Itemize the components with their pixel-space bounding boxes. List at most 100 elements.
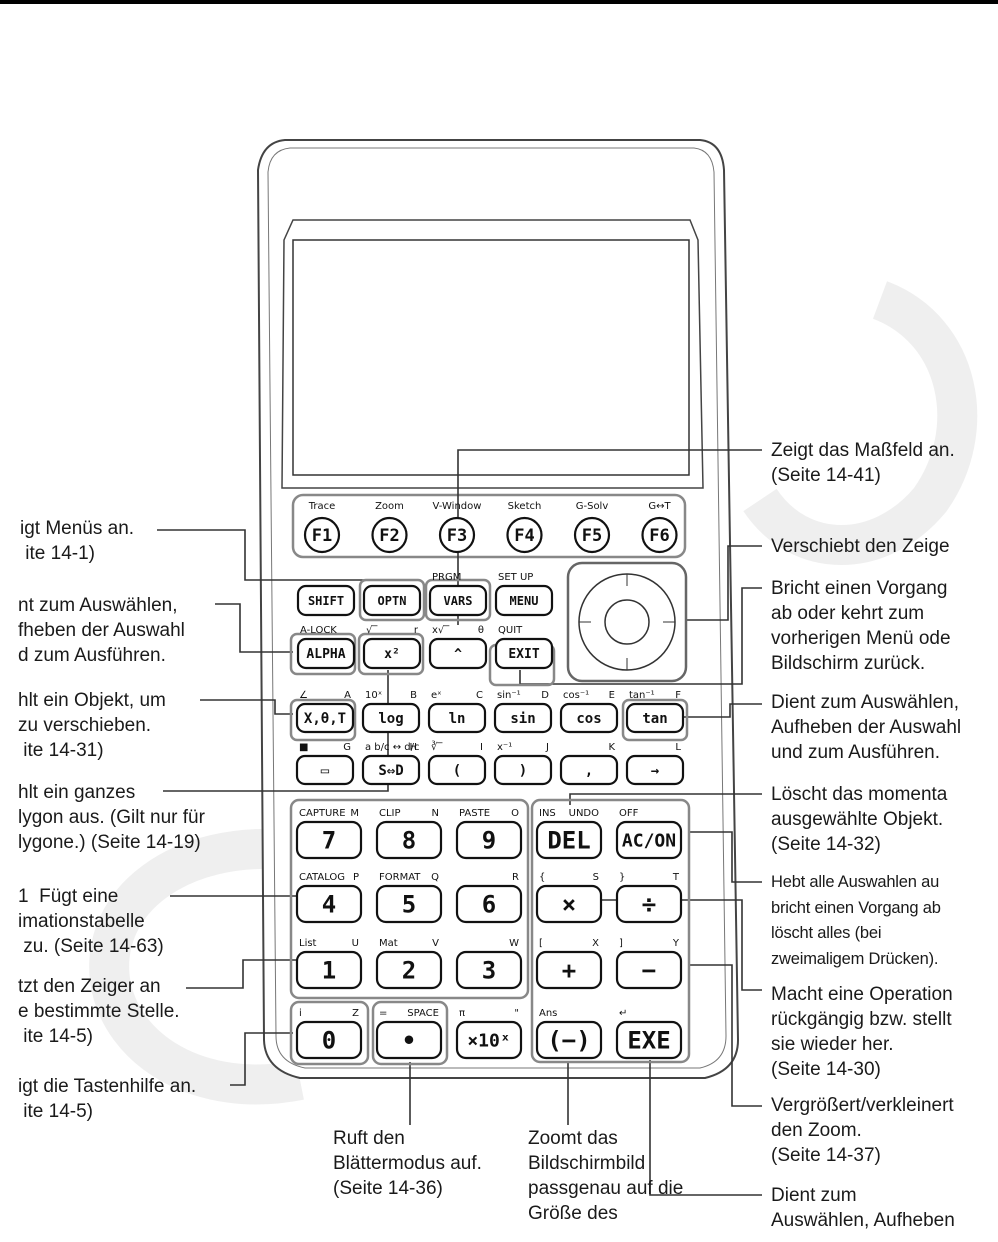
key-alpha-label: A: [344, 690, 351, 701]
key-label: SHIFT: [308, 594, 344, 608]
key-ac-on[interactable]: AC/ON: [615, 820, 683, 860]
key-shift[interactable]: SHIFT: [296, 584, 356, 617]
key-label: ,: [585, 763, 593, 779]
key-shift-label: CATALOG: [299, 872, 345, 883]
key-label: ÷: [642, 891, 656, 919]
key-alpha-label: ": [514, 1008, 519, 1019]
key-sin[interactable]: sin: [493, 702, 553, 734]
key-label: F3: [447, 526, 467, 546]
key-label: log: [378, 711, 403, 727]
key-sym[interactable]: ×: [535, 884, 603, 924]
key-shift-label: INS: [539, 808, 556, 819]
key-tan[interactable]: tan: [625, 702, 685, 734]
key-alpha-label: R: [512, 872, 519, 883]
key-f5[interactable]: F5: [573, 516, 611, 554]
key-cos[interactable]: cos: [559, 702, 619, 734]
annotation-menu: igt Menüs an. ite 14-1): [20, 518, 135, 564]
key-4[interactable]: 4: [295, 884, 363, 924]
key-5[interactable]: 5: [375, 884, 443, 924]
key-10[interactable]: ×10ˣ: [455, 1020, 523, 1060]
key-exit[interactable]: EXIT: [494, 637, 554, 670]
key-f1[interactable]: F1: [303, 516, 341, 554]
annotation-undo: Macht eine Operation rückgängig bzw. ste…: [771, 984, 953, 1080]
key-alpha[interactable]: ALPHA: [296, 637, 356, 670]
key-f6[interactable]: F6: [641, 516, 678, 554]
key-exe[interactable]: EXE: [615, 1020, 683, 1060]
key-sym[interactable]: •: [375, 1020, 443, 1060]
fkey-function-label: Sketch: [508, 501, 542, 512]
key-shift-label: OFF: [619, 808, 639, 819]
key-sym[interactable]: ^: [428, 637, 488, 670]
key-optn[interactable]: OPTN: [362, 584, 422, 617]
key-alpha-label: E: [609, 690, 615, 701]
annotation-move-pointer: Verschiebt den Zeige: [771, 536, 950, 557]
key-shift-label: cos⁻¹: [563, 690, 589, 701]
key-f4[interactable]: F4: [506, 516, 543, 554]
key-alpha-label: H: [409, 742, 417, 753]
key-sym[interactable]: (: [427, 754, 487, 786]
key-sym[interactable]: ,: [559, 754, 619, 786]
key-label: sin: [510, 711, 535, 727]
key-alpha-label: N: [432, 808, 439, 819]
key-9[interactable]: 9: [455, 820, 523, 860]
key-ln[interactable]: ln: [427, 702, 487, 734]
annotation-select-left: nt zum Auswählen, fheben der Auswahl d z…: [18, 595, 185, 666]
key-label: •: [402, 1027, 416, 1055]
key-6[interactable]: 6: [455, 884, 523, 924]
key-sym[interactable]: →: [625, 754, 685, 786]
key-vars[interactable]: VARS: [428, 584, 488, 617]
key-label: F4: [514, 526, 534, 546]
key-label: 9: [482, 827, 496, 855]
key-7[interactable]: 7: [295, 820, 363, 860]
key-s-d[interactable]: S⇔D: [361, 754, 421, 786]
key-sym[interactable]: +: [535, 950, 603, 990]
keypad: F1TraceF2ZoomF3V-WindowF4SketchF5G-SolvF…: [295, 501, 685, 1060]
key-label: X,θ,T: [304, 711, 346, 727]
key-1[interactable]: 1: [295, 950, 363, 990]
key-label: F5: [582, 526, 602, 546]
key-shift-label: √‾: [366, 625, 378, 636]
key-log[interactable]: log: [361, 702, 421, 734]
annotation-exit: Bricht einen Vorgang ab oder kehrt zum v…: [771, 578, 951, 674]
key-label: EXIT: [508, 647, 539, 662]
key-alpha-label: W: [509, 938, 519, 949]
key-del[interactable]: DEL: [535, 820, 603, 860]
fkey-function-label: G↔T: [648, 501, 671, 512]
key-alpha-label: D: [541, 690, 549, 701]
key-shift-label: CLIP: [379, 808, 401, 819]
key-label: 2: [402, 957, 416, 985]
key-label: OPTN: [378, 594, 407, 608]
fkey-function-label: Zoom: [375, 501, 404, 512]
key-label: ×10ˣ: [467, 1030, 510, 1051]
key-shift-label: ∛‾: [431, 740, 443, 753]
annotation-delete: Löscht das momenta ausgewählte Objekt. (…: [771, 784, 948, 855]
key-shift-label: i: [299, 1008, 302, 1019]
key-sym[interactable]: (−): [535, 1020, 603, 1060]
key-sym[interactable]: −: [615, 950, 683, 990]
key-0[interactable]: 0: [295, 1020, 363, 1060]
key-3[interactable]: 3: [455, 950, 523, 990]
key-label: −: [642, 957, 656, 985]
dpad[interactable]: [566, 561, 688, 683]
key-label: EXE: [627, 1027, 670, 1055]
key-label: 3: [482, 957, 496, 985]
key-8[interactable]: 8: [375, 820, 443, 860]
key-shift-label: tan⁻¹: [629, 690, 655, 701]
key-sym[interactable]: ÷: [615, 884, 683, 924]
key-2[interactable]: 2: [375, 950, 443, 990]
key-alpha-label: θ: [478, 625, 484, 636]
key-sym[interactable]: ): [493, 754, 553, 786]
key-f2[interactable]: F2: [371, 516, 408, 554]
key-label: +: [562, 957, 576, 985]
key-sym[interactable]: ▭: [295, 754, 355, 786]
key-label: ^: [454, 647, 462, 662]
key-x[interactable]: x²: [362, 637, 422, 670]
key-label: F1: [312, 526, 332, 546]
key-shift-label: ■: [299, 742, 308, 753]
key-f3[interactable]: F3: [438, 516, 476, 554]
key-x-t[interactable]: X,θ,T: [295, 702, 355, 734]
key-label: (−): [547, 1027, 590, 1055]
key-alpha-label: C: [476, 690, 483, 701]
key-menu[interactable]: MENU: [494, 584, 554, 617]
key-shift-label: SET UP: [498, 572, 533, 583]
